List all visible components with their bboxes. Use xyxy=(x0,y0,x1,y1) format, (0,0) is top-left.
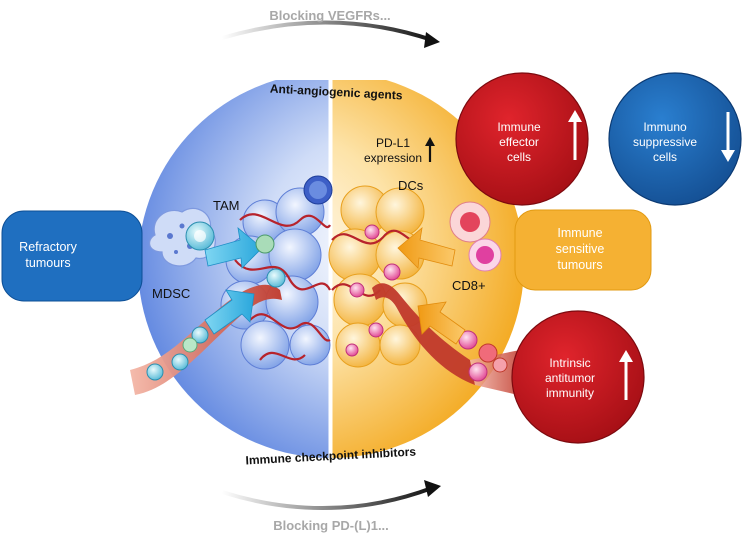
intrinsic-line1: Intrinsic xyxy=(549,356,590,370)
top-arc-label: Anti-angiogenic agents xyxy=(270,82,404,103)
infiltrating-cells-left xyxy=(255,234,286,288)
intrinsic-antitumor-immunity-circle: Intrinsic antitumor immunity xyxy=(511,310,645,444)
tam-cell xyxy=(148,207,216,267)
suppressive-line3: cells xyxy=(653,150,677,164)
infiltration-arrows-right xyxy=(397,227,466,345)
immune-sensitive-tumours-box: Immune sensitive tumours xyxy=(514,209,652,291)
refractory-line2: tumours xyxy=(25,256,70,270)
cd8-label: CD8+ xyxy=(452,278,486,293)
intrinsic-line3: immunity xyxy=(546,386,594,400)
circulating-cells-right xyxy=(458,330,508,382)
refractory-tumours-box: Refractory tumours xyxy=(1,210,143,302)
mdsc-label: MDSC xyxy=(152,286,190,301)
immune-effector-cells-circle: Immune effector cells xyxy=(455,72,589,206)
refractory-line1: Refractory xyxy=(19,240,77,254)
suppressive-down-arrow-icon xyxy=(721,112,735,162)
vessel-ribbon-right xyxy=(372,283,475,385)
effector-up-arrow-icon xyxy=(568,110,582,160)
dc-cells xyxy=(449,201,502,272)
dcs-label: DCs xyxy=(398,178,424,193)
tam-label: TAM xyxy=(213,198,239,213)
bottom-arrow-label: Blocking PD-(L)1... xyxy=(273,518,389,533)
pdl1-label-line2: expression xyxy=(364,151,422,165)
immunosuppressive-cells-circle: Immuno suppressive cells xyxy=(608,72,742,206)
bottom-blocking-arrow xyxy=(221,480,441,511)
intrinsic-line2: antitumor xyxy=(545,371,595,385)
infiltration-arrows-left xyxy=(204,227,263,335)
top-blocking-arrow xyxy=(221,20,440,48)
sensitive-line3: tumours xyxy=(557,258,602,272)
suppressive-line2: suppressive xyxy=(633,135,697,149)
effector-line3: cells xyxy=(507,150,531,164)
effector-line1: Immune xyxy=(497,120,541,134)
suppressive-line1: Immuno xyxy=(643,120,687,134)
intrinsic-up-arrow-icon xyxy=(619,350,633,400)
tumor-cells-right xyxy=(345,224,401,357)
vessels-left xyxy=(234,213,331,361)
sensitive-line1: Immune xyxy=(557,226,602,240)
sensitive-line2: sensitive xyxy=(556,242,605,256)
pdl1-up-arrow-icon xyxy=(425,137,435,162)
pdl1-label-line1: PD-L1 xyxy=(376,136,410,150)
effector-line2: effector xyxy=(499,135,539,149)
vessel-ribbon-right-tail xyxy=(470,350,520,395)
top-arrow-label: Blocking VEGFRs... xyxy=(269,8,390,23)
